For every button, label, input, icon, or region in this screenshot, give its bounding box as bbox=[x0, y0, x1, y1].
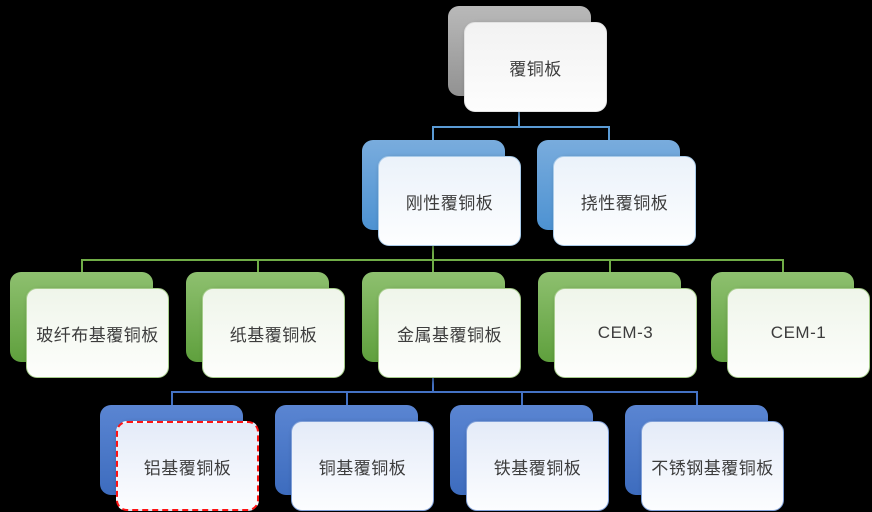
node-label: 铝基覆铜板 bbox=[143, 458, 232, 478]
node-stainless-steel-base-ccl[interactable]: 不锈钢基覆铜板 bbox=[625, 405, 784, 511]
node-label: 挠性覆铜板 bbox=[580, 193, 669, 213]
connector-drop-cem1 bbox=[782, 259, 784, 274]
node-copper-base-ccl[interactable]: 铜基覆铜板 bbox=[275, 405, 434, 511]
node-card: 不锈钢基覆铜板 bbox=[641, 421, 784, 511]
node-aluminum-base-ccl[interactable]: 铝基覆铜板 bbox=[100, 405, 259, 511]
connector-drop-paper bbox=[257, 259, 259, 274]
node-label: CEM-1 bbox=[770, 323, 827, 342]
connector-drop-copper bbox=[346, 391, 348, 406]
node-label: 铁基覆铜板 bbox=[493, 458, 582, 478]
connector-drop-cem3 bbox=[609, 259, 611, 274]
node-iron-base-ccl[interactable]: 铁基覆铜板 bbox=[450, 405, 609, 511]
connector-drop-glass bbox=[81, 259, 83, 274]
connector-drop-flex bbox=[608, 126, 610, 142]
connector-drop-stainless bbox=[696, 391, 698, 406]
node-card: 挠性覆铜板 bbox=[553, 156, 696, 246]
node-card-selected: 铝基覆铜板 bbox=[116, 421, 259, 511]
node-card: 覆铜板 bbox=[464, 22, 607, 112]
node-label: 覆铜板 bbox=[509, 59, 562, 79]
node-card: 刚性覆铜板 bbox=[378, 156, 521, 246]
node-card: 纸基覆铜板 bbox=[202, 288, 345, 378]
connector-drop-metal bbox=[432, 259, 434, 274]
node-ccl-root[interactable]: 覆铜板 bbox=[448, 6, 607, 112]
node-label: 铜基覆铜板 bbox=[318, 458, 407, 478]
node-card: 铜基覆铜板 bbox=[291, 421, 434, 511]
connector-root-stem bbox=[518, 96, 520, 128]
node-card: 玻纤布基覆铜板 bbox=[26, 288, 169, 378]
node-label: 玻纤布基覆铜板 bbox=[36, 325, 159, 345]
node-cem1[interactable]: CEM-1 bbox=[711, 272, 870, 378]
connector-drop-rigid bbox=[432, 126, 434, 142]
connector-metal-crossbar bbox=[171, 391, 698, 393]
node-label: 纸基覆铜板 bbox=[229, 325, 318, 345]
node-paper-base-ccl[interactable]: 纸基覆铜板 bbox=[186, 272, 345, 378]
node-glass-fiber-ccl[interactable]: 玻纤布基覆铜板 bbox=[10, 272, 169, 378]
connector-root-crossbar bbox=[432, 126, 610, 128]
connector-drop-aluminum bbox=[171, 391, 173, 406]
node-label: CEM-3 bbox=[597, 323, 654, 342]
node-cem3[interactable]: CEM-3 bbox=[538, 272, 697, 378]
node-card: 铁基覆铜板 bbox=[466, 421, 609, 511]
node-card: 金属基覆铜板 bbox=[378, 288, 521, 378]
node-flexible-ccl[interactable]: 挠性覆铜板 bbox=[537, 140, 696, 246]
node-card: CEM-3 bbox=[554, 288, 697, 378]
node-card: CEM-1 bbox=[727, 288, 870, 378]
connector-drop-iron bbox=[521, 391, 523, 406]
node-metal-base-ccl[interactable]: 金属基覆铜板 bbox=[362, 272, 521, 378]
node-label: 金属基覆铜板 bbox=[397, 325, 502, 345]
node-label: 刚性覆铜板 bbox=[405, 193, 494, 213]
node-rigid-ccl[interactable]: 刚性覆铜板 bbox=[362, 140, 521, 246]
node-label: 不锈钢基覆铜板 bbox=[651, 458, 774, 478]
